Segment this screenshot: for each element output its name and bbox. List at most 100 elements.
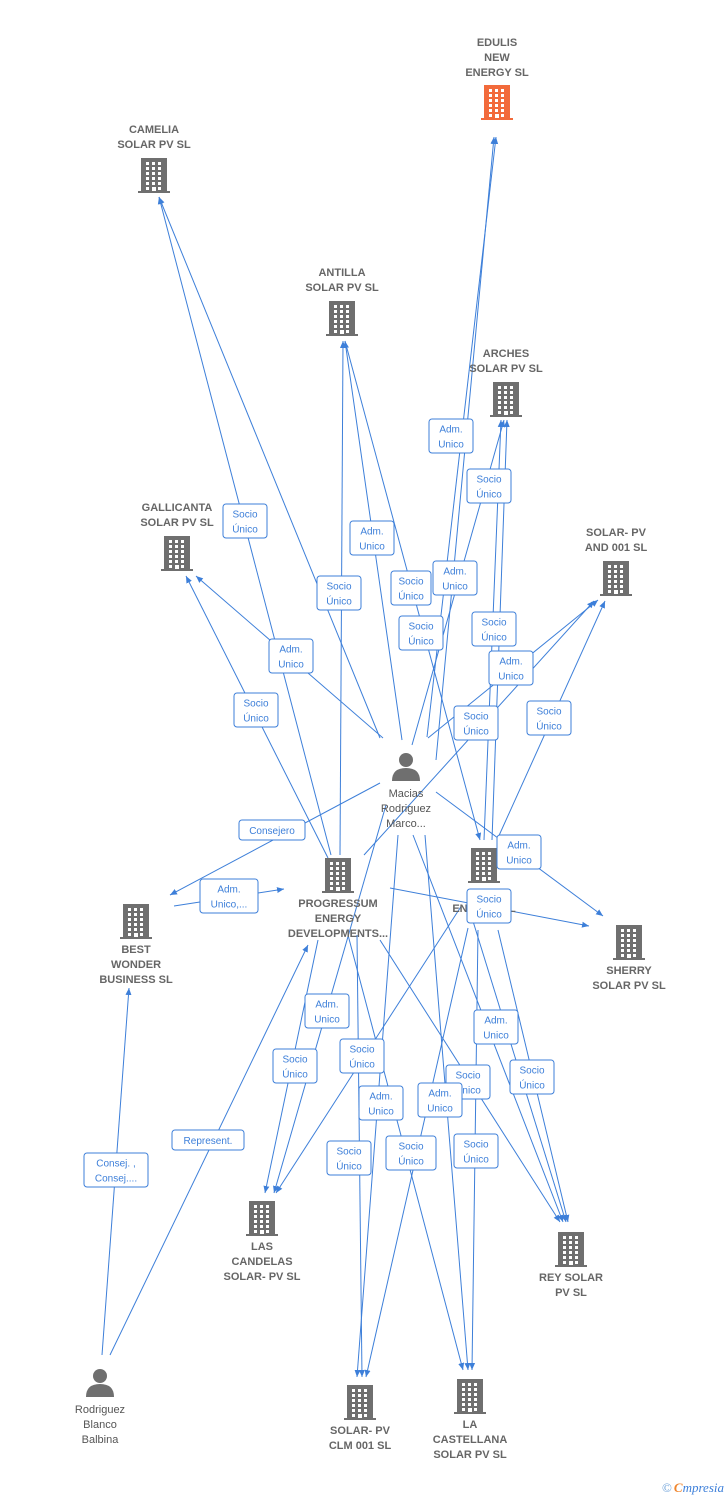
edge-label-box: [488, 650, 534, 686]
node-label: AND 001 SL: [585, 542, 648, 554]
edge-label[interactable]: Consej. ,Consej....: [83, 1152, 149, 1188]
node-label: SOLAR- PV: [330, 1425, 391, 1437]
edge-label-text: Socio: [481, 618, 506, 629]
node-label: EDULIS: [477, 37, 517, 49]
edge-label-text: Adm.: [443, 567, 466, 578]
edge-label-text: Unico: [442, 582, 468, 593]
edge-label-box: [83, 1152, 149, 1188]
edge-label[interactable]: Adm.Unico: [304, 993, 350, 1029]
node-label: Balbina: [82, 1434, 120, 1446]
building-icon: [326, 301, 358, 336]
edge-label-text: Único: [243, 712, 269, 725]
edge-label-text: Socio: [455, 1071, 480, 1082]
empresia-watermark: ©Cmpresia: [662, 1480, 724, 1496]
building-icon: [120, 904, 152, 939]
edge-label-box: [471, 611, 517, 647]
company-node-clm001[interactable]: SOLAR- PV CLM 001 SL: [329, 1385, 392, 1452]
node-label: ENERGY SL: [465, 67, 529, 79]
node-label: CLM 001 SL: [329, 1440, 392, 1452]
edge-label-text: Adm.: [279, 645, 302, 656]
edge-label-box: [339, 1038, 385, 1074]
edge-label[interactable]: Adm.Unico: [417, 1082, 463, 1118]
edge-label-text: Socio: [463, 712, 488, 723]
edge-label-text: Adm.: [499, 657, 522, 668]
company-node-progressum[interactable]: PROGRESSUMENERGYDEVELOPMENTS...: [288, 858, 388, 940]
edge-label-text: Adm.: [369, 1092, 392, 1103]
edge-label[interactable]: Consejero: [238, 819, 306, 841]
edge-label-text: Adm.: [428, 1089, 451, 1100]
edge-label-text: Adm.: [217, 885, 240, 896]
edge-label[interactable]: Adm.Unico: [349, 520, 395, 556]
edge-label-text: Socio: [336, 1147, 361, 1158]
edge-label[interactable]: Adm.Unico: [488, 650, 534, 686]
edge-label[interactable]: Adm. Unico: [432, 560, 478, 596]
node-label: CASTELLANA: [433, 1434, 508, 1446]
edge-label[interactable]: Adm. Unico: [268, 638, 314, 674]
edge-label[interactable]: Adm.Unico: [496, 834, 542, 870]
edge-label-text: Socio: [408, 622, 433, 633]
edge-label-text: Unico,...: [211, 900, 248, 911]
edge-label-text: Único: [536, 720, 562, 733]
node-label: Rodriguez: [381, 803, 431, 815]
edge-label-text: Socio: [326, 582, 351, 593]
edge-label-text: Unico: [314, 1015, 340, 1026]
edge-label-text: Único: [519, 1079, 545, 1092]
edge-label-text: Único: [326, 595, 352, 608]
edge-label-text: Socio: [536, 707, 561, 718]
node-label: BUSINESS SL: [99, 974, 173, 986]
edge-label-box: [526, 700, 572, 736]
node-label: CANDELAS: [231, 1256, 292, 1268]
node-label: PV SL: [555, 1287, 587, 1299]
person-icon: [392, 753, 420, 781]
edge-label[interactable]: Adm.Unico: [428, 418, 474, 454]
edge-label-text: Socio: [519, 1066, 544, 1077]
edge-label-box: [473, 1009, 519, 1045]
edge-label[interactable]: Adm. Unico,...: [199, 878, 259, 914]
edge-label-text: Represent.: [184, 1136, 233, 1147]
edge-label[interactable]: Adm.Unico: [473, 1009, 519, 1045]
edge-label-text: Unico: [278, 660, 304, 671]
edge-label-text: Socio: [232, 510, 257, 521]
edge-label-text: Único: [463, 725, 489, 738]
edge-label-text: Unico: [359, 542, 385, 553]
person-node-macias[interactable]: MaciasRodriguezMarco...: [381, 753, 431, 830]
building-icon: [490, 382, 522, 417]
node-label: SOLAR PV SL: [305, 282, 379, 294]
building-icon: [138, 158, 170, 193]
edge-label[interactable]: Represent.: [171, 1129, 245, 1151]
edge-label-box: [238, 819, 306, 841]
copyright-symbol: ©: [662, 1480, 672, 1495]
node-label: Blanco: [83, 1419, 117, 1431]
edge-label-text: Unico: [506, 856, 532, 867]
edge-label[interactable]: Adm.Unico: [358, 1085, 404, 1121]
node-label: CAMELIA: [129, 124, 179, 136]
